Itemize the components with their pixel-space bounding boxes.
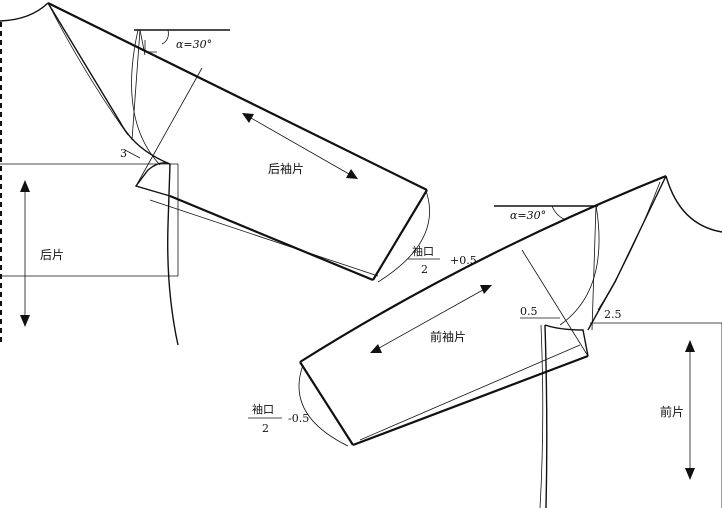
back-sleeve-grain-arrow-head-b bbox=[346, 169, 358, 179]
back-piece-label: 后片 bbox=[40, 248, 64, 262]
front-sleeve-overarm-line bbox=[299, 174, 667, 363]
front-cuff-fraction-numerator: 袖口 bbox=[252, 402, 274, 416]
back-alpha-arc bbox=[161, 29, 169, 45]
back-neck-curve bbox=[0, 2, 49, 22]
back-cuff-offset: +0.5 bbox=[450, 254, 477, 267]
front-sleeve-cuff-line bbox=[299, 361, 354, 446]
back-raglan-guide bbox=[47, 2, 129, 136]
front-raglan-guide bbox=[597, 181, 661, 311]
back-cuff-fraction-denominator: 2 bbox=[421, 263, 428, 276]
back-side-seam bbox=[167, 163, 179, 346]
front-sleeve-group: α=30° 前袖片 袖口 2 -0.5 bbox=[248, 174, 667, 447]
front-sleeve-width-line bbox=[521, 249, 589, 357]
back-alpha-drop-line bbox=[139, 29, 146, 56]
back-sleeve-overarm-line bbox=[47, 2, 428, 191]
back-sleeve-cuff-line bbox=[372, 189, 428, 281]
back-pattern-group: 后片 3 bbox=[0, 2, 179, 346]
back-grain-arrow-head-down bbox=[20, 315, 30, 327]
front-sleeve-grain-arrow-head-a bbox=[370, 344, 382, 353]
front-alpha-label: α=30° bbox=[510, 209, 546, 222]
back-alpha-label: α=30° bbox=[176, 38, 212, 51]
front-sleeve-label: 前袖片 bbox=[430, 329, 466, 344]
front-cuff-fraction-denominator: 2 bbox=[262, 422, 269, 435]
back-sleeve-group: α=30° 后袖片 袖口 2 +0.5 bbox=[47, 2, 477, 283]
front-grain-arrow-head-up bbox=[685, 340, 695, 352]
back-sleeve-label: 后袖片 bbox=[268, 161, 304, 176]
front-dim-25-label: 2.5 bbox=[604, 308, 622, 321]
back-sleeve-grain-arrow-head-a bbox=[242, 113, 254, 123]
front-sleeve-underarm-line bbox=[352, 354, 589, 447]
front-sleeve-vertical-guide bbox=[591, 204, 597, 331]
back-dim-3-tick bbox=[124, 149, 141, 159]
back-grain-arrow-head-up bbox=[20, 180, 30, 192]
front-neck-curve bbox=[665, 175, 722, 233]
front-dim-05-label: 0.5 bbox=[520, 305, 538, 318]
front-sleeve-armhole-join bbox=[544, 324, 589, 357]
front-side-seam bbox=[544, 324, 548, 508]
front-sleeve-grain-arrow-shaft bbox=[371, 285, 491, 353]
back-sleeve-armhole-join bbox=[134, 162, 171, 197]
back-sleeve-underarm-line bbox=[169, 194, 374, 282]
back-right-angle-mark bbox=[144, 40, 157, 53]
front-piece-label: 前片 bbox=[660, 404, 684, 419]
back-sleeve-vertical-guide bbox=[131, 29, 141, 141]
front-pattern-group: 前片 0.5 2.5 bbox=[520, 175, 722, 508]
front-alpha-arc bbox=[551, 205, 567, 221]
back-armhole-curve bbox=[131, 29, 161, 166]
back-raglan-line bbox=[47, 2, 171, 165]
back-sleeve-cuff-arc bbox=[377, 187, 430, 283]
back-sleeve-width-line bbox=[135, 67, 203, 187]
back-sleeve-grain-arrow-shaft bbox=[243, 113, 357, 179]
front-sleeve-underarm-guide bbox=[359, 344, 581, 441]
front-grain-arrow-head-down bbox=[685, 468, 695, 480]
front-side-reference bbox=[539, 324, 544, 508]
front-armhole-curve bbox=[559, 204, 600, 326]
back-dim-3-label: 3 bbox=[120, 147, 127, 160]
front-sleeve-cuff-arc bbox=[298, 364, 349, 447]
back-sleeve-underarm-guide bbox=[149, 199, 379, 277]
back-cuff-fraction-numerator: 袖口 bbox=[412, 244, 434, 258]
front-cuff-offset: -0.5 bbox=[288, 412, 309, 425]
front-sleeve-grain-arrow-head-b bbox=[480, 285, 492, 294]
